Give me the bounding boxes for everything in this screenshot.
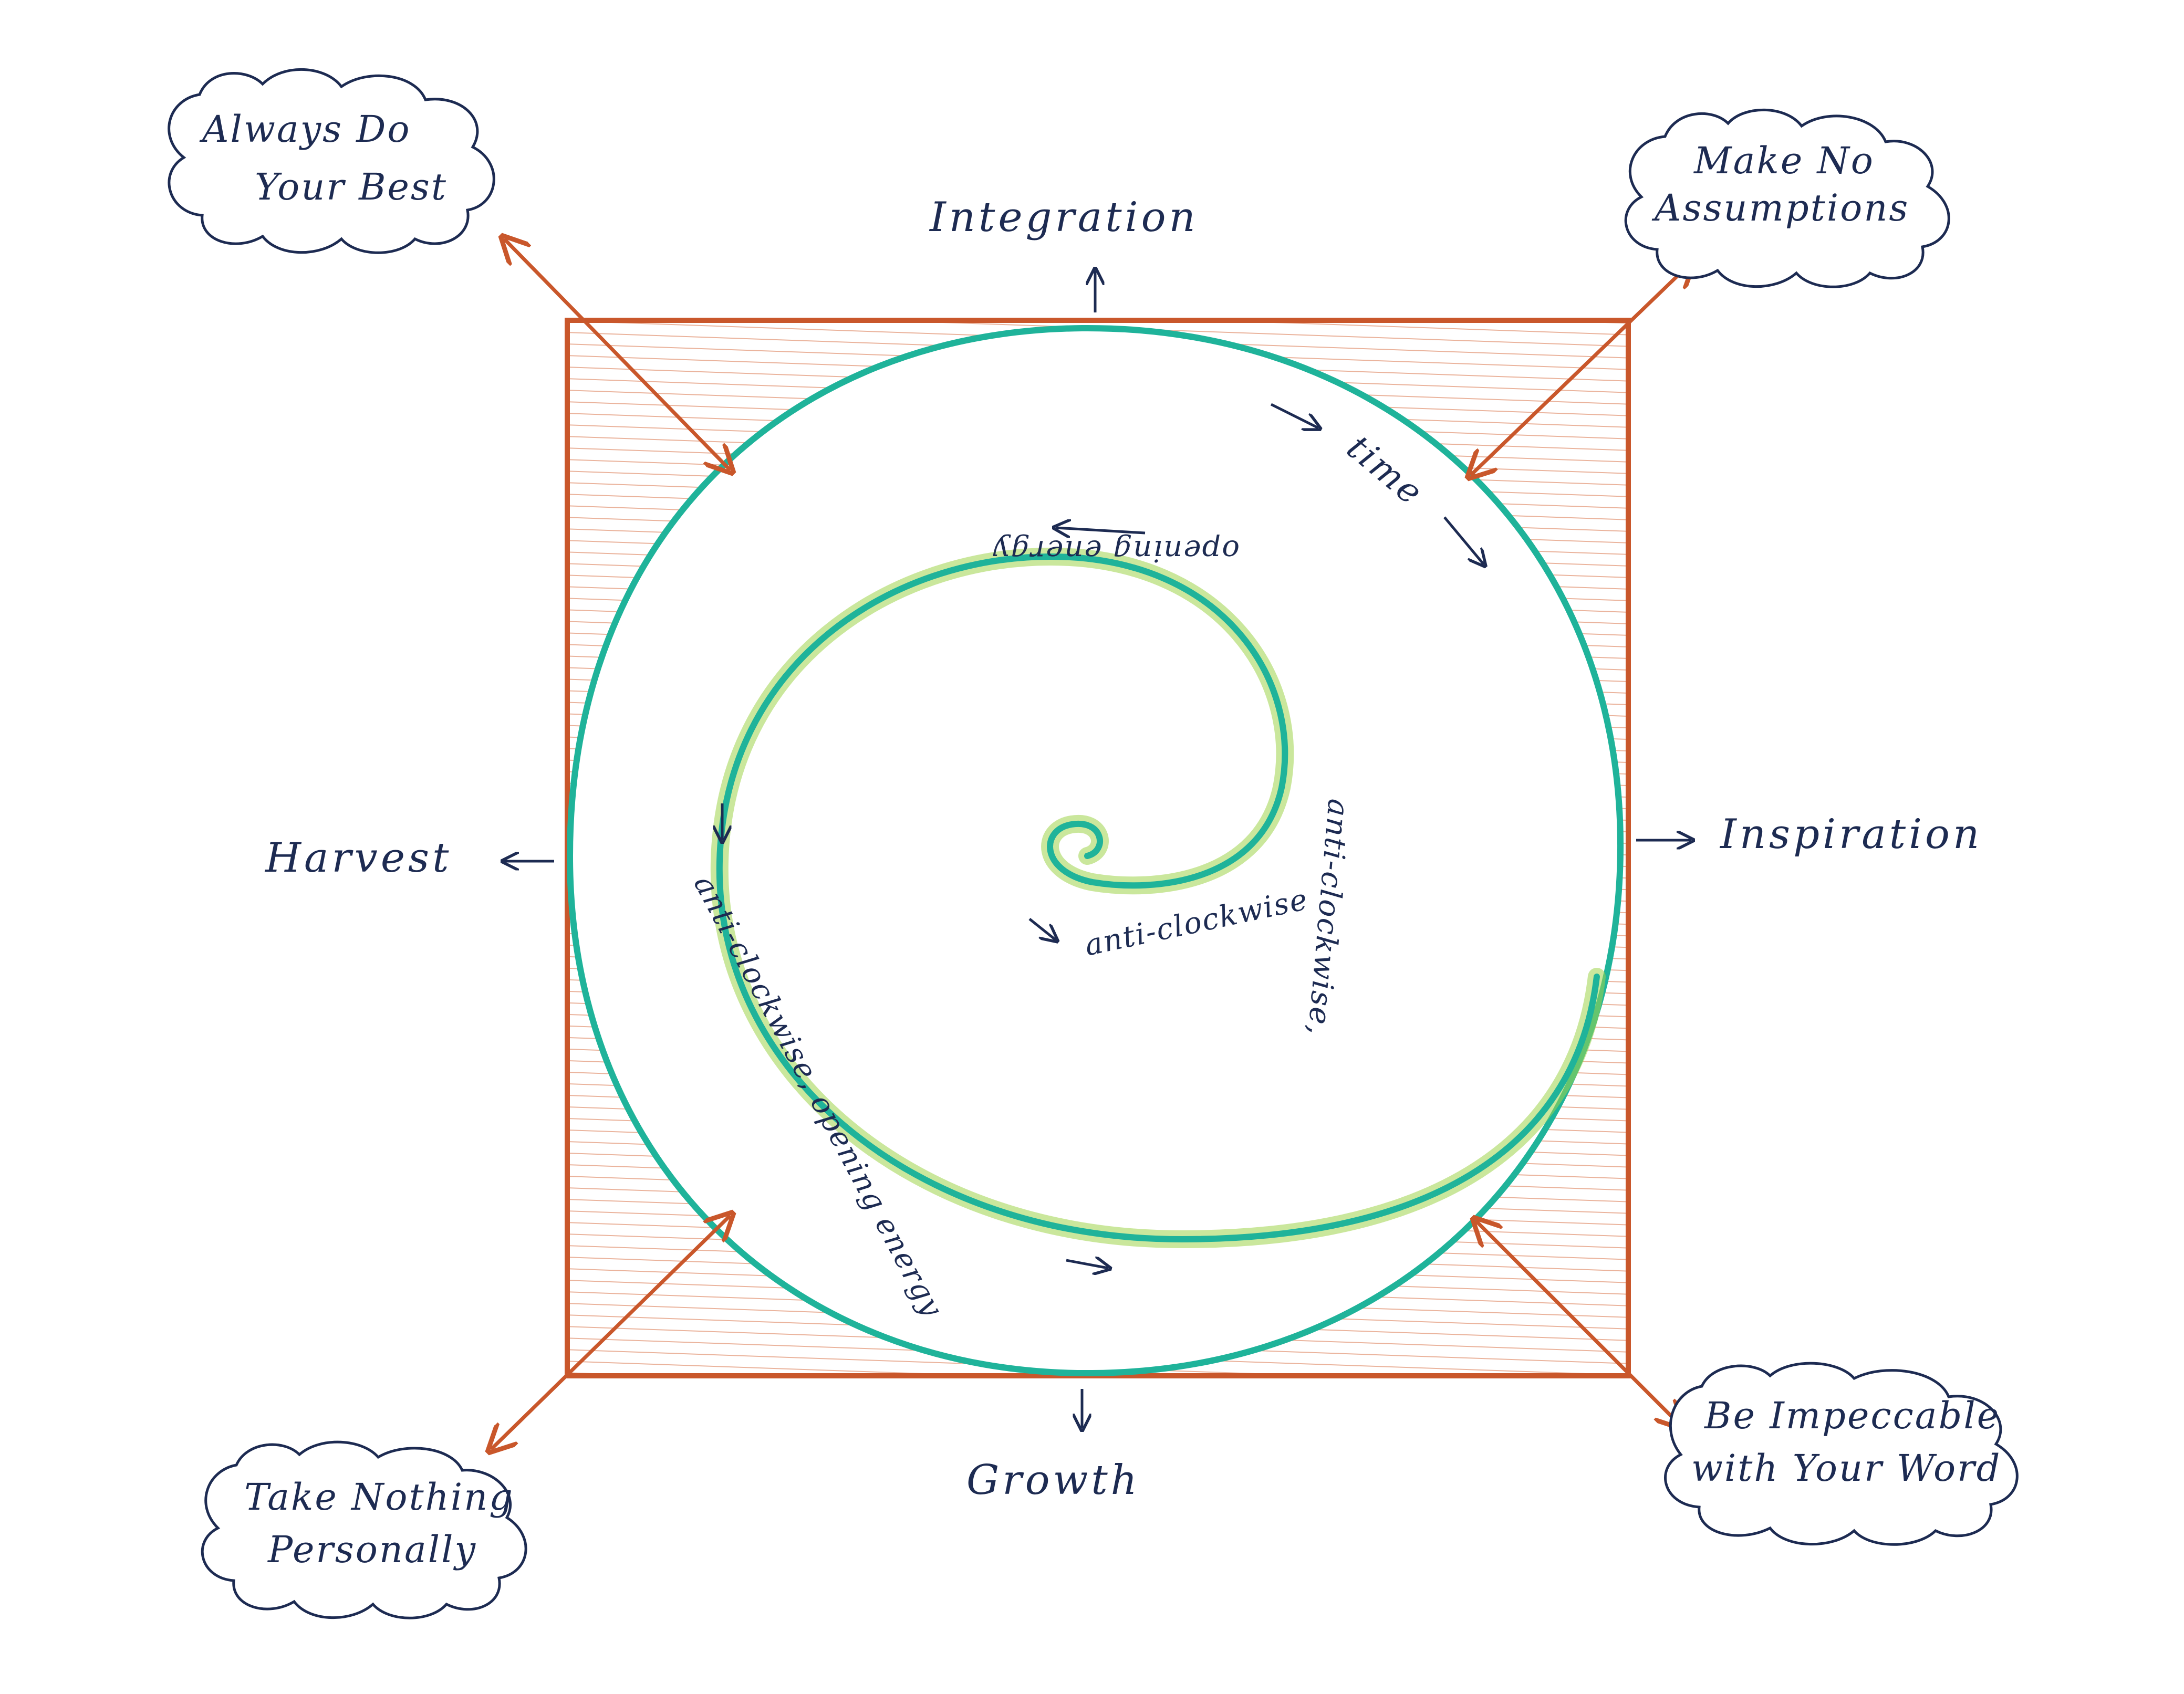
label-upper-opening-energy: opening energy bbox=[992, 534, 1240, 568]
label-integration: Integration bbox=[929, 194, 1199, 241]
arrow-top-left bbox=[504, 239, 730, 470]
cloud-bottom-left: Take Nothing Personally bbox=[201, 1440, 527, 1619]
cloud-bottom-left-line2: Personally bbox=[267, 1528, 477, 1571]
cloud-top-left-line2: Your Best bbox=[255, 165, 448, 208]
cloud-bottom-right-line2: with Your Word bbox=[1691, 1447, 2001, 1490]
direction-arrows bbox=[504, 270, 1691, 1428]
cloud-bottom-left-line1: Take Nothing bbox=[244, 1476, 514, 1519]
arrow-bottom-right bbox=[1476, 1221, 1681, 1426]
label-harvest: Harvest bbox=[264, 834, 452, 882]
cloud-top-right: Make No Assumptions bbox=[1624, 108, 1950, 288]
arrow-bottom-left bbox=[491, 1216, 730, 1449]
arrow-time-2 bbox=[1443, 516, 1484, 564]
spiral bbox=[710, 547, 1606, 1249]
agreement-arrows bbox=[491, 239, 1691, 1449]
cloud-top-left-line1: Always Do bbox=[199, 108, 411, 151]
cloud-top-right-line2: Assumptions bbox=[1651, 186, 1909, 229]
cloud-bottom-right-line1: Be Impeccable bbox=[1703, 1394, 2000, 1437]
cloud-bottom-right: Be Impeccable with Your Word bbox=[1664, 1362, 2019, 1546]
arrow-outer-end bbox=[1066, 1260, 1108, 1268]
arrow-time-1 bbox=[1270, 403, 1318, 428]
cloud-top-left: Always Do Your Best bbox=[168, 68, 495, 254]
arrow-top-right bbox=[1471, 263, 1691, 475]
label-growth: Growth bbox=[966, 1457, 1140, 1504]
cloud-top-right-line1: Make No bbox=[1693, 139, 1875, 182]
arrow-upper bbox=[1056, 528, 1146, 533]
arrow-inner bbox=[1028, 918, 1056, 940]
label-inspiration: Inspiration bbox=[1719, 811, 1982, 858]
